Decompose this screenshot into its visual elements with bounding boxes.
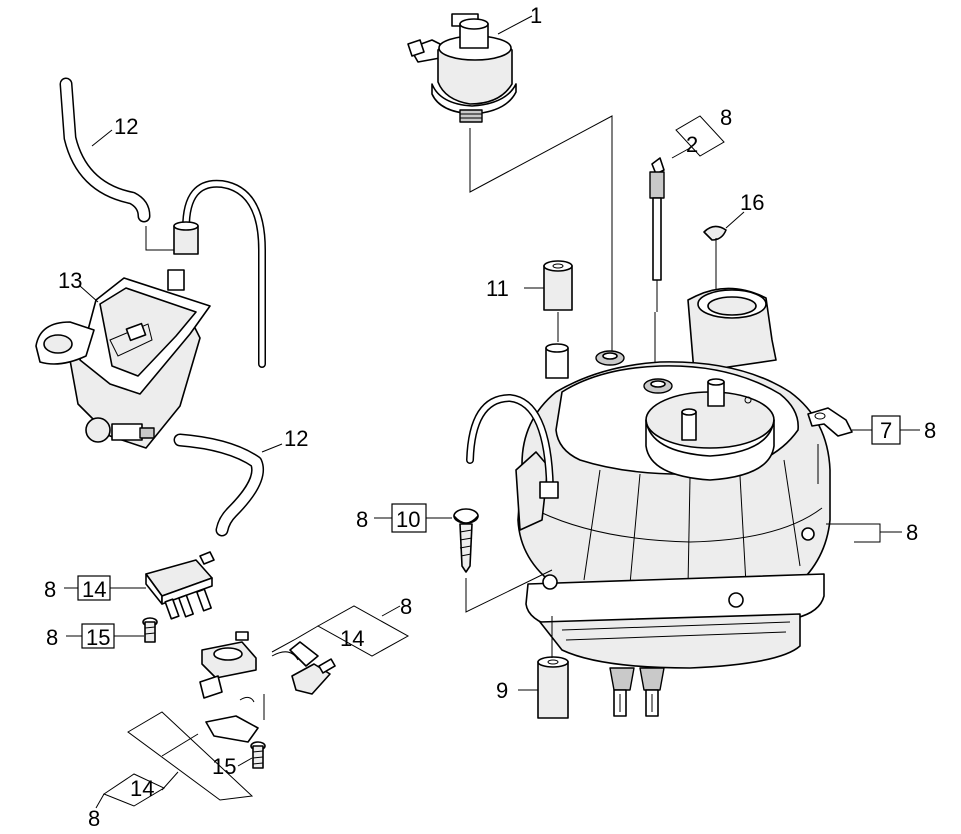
- leader-14-thermostat: [271, 605, 410, 657]
- hose-lower: [173, 433, 283, 537]
- callout-13: 13: [58, 268, 82, 293]
- callout-14-switch: 14: [82, 577, 106, 602]
- callout-16: 16: [740, 190, 764, 215]
- bushing-11: [524, 260, 573, 342]
- callout-11: 11: [486, 276, 509, 301]
- callout-9: 9: [496, 678, 508, 703]
- callout-8-right: 8: [906, 520, 918, 545]
- callout-1: 1: [530, 3, 542, 28]
- thermal-fuse: [271, 641, 336, 695]
- screw-10: [374, 503, 553, 613]
- boiler-assembly: [466, 287, 831, 717]
- callout-12-bottom: 12: [284, 426, 308, 451]
- callout-14-thermostat-ref: 8: [400, 594, 412, 619]
- callout-14-thermostat: 14: [340, 626, 364, 651]
- callout-10: 10: [396, 507, 420, 532]
- earth-bracket: [807, 407, 920, 484]
- callout-2-ref: 8: [720, 105, 732, 130]
- temperature-probe: [649, 157, 665, 312]
- callout-15-upper: 15: [86, 625, 110, 650]
- callout-14-switch-ref: 8: [44, 577, 56, 602]
- leader-14-bottom: [95, 711, 254, 809]
- callout-14-bottom: 14: [130, 776, 154, 801]
- callout-10-ref: 8: [356, 507, 368, 532]
- callout-14-bottom-ref: 8: [88, 806, 100, 831]
- callout-7: 7: [880, 418, 892, 443]
- leader-8-right: [826, 523, 902, 543]
- hose-upper: [59, 77, 174, 251]
- microswitch: [64, 551, 215, 620]
- callout-7-ref: 8: [924, 418, 936, 443]
- bushing-9: [518, 616, 569, 719]
- screw-15-lower: [237, 741, 266, 769]
- callout-12-top: 12: [114, 114, 138, 139]
- callout-15-upper-ref: 8: [46, 625, 58, 650]
- screw-15-upper: [66, 617, 158, 649]
- leader-1: [469, 15, 613, 352]
- safety-thermostat: [199, 631, 257, 699]
- callout-2: 2: [686, 132, 698, 157]
- callout-15-lower: 15: [212, 754, 236, 779]
- mounting-plate: [205, 694, 265, 743]
- water-tank: [35, 179, 266, 449]
- pressure-switch: [407, 13, 517, 123]
